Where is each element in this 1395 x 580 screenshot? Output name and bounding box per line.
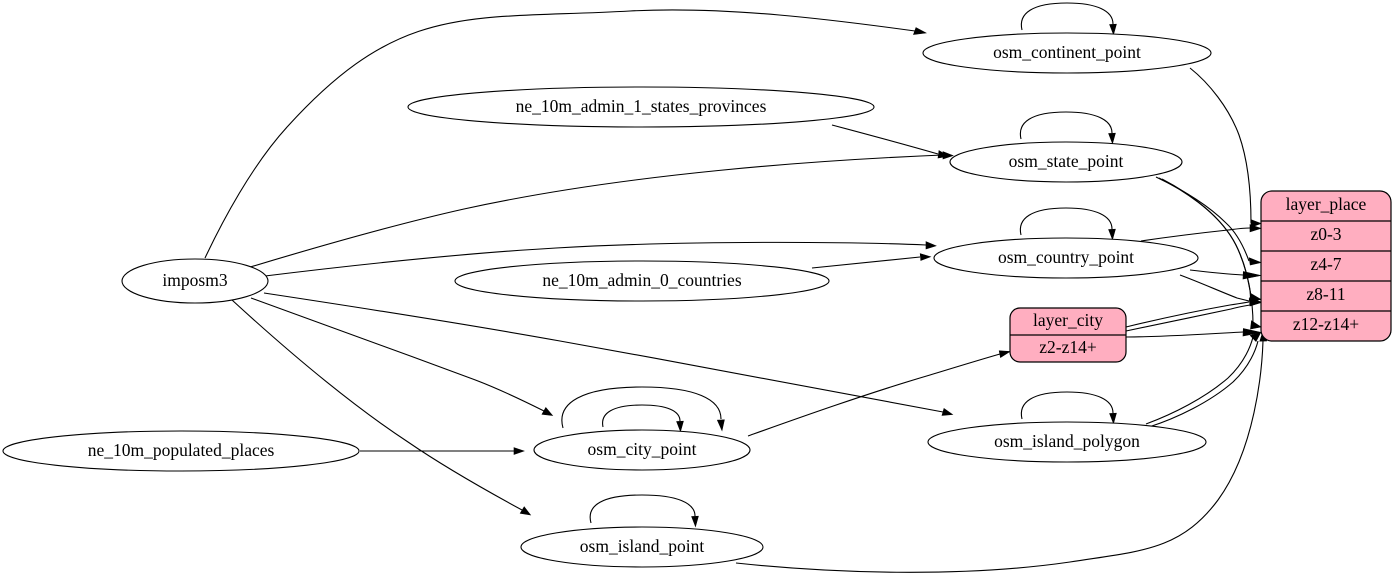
node-layer_place[interactable]: layer_place z0-3 z4-7 z8-11 z12-z14+ <box>1260 190 1392 342</box>
osm-island-polygon-ellipse[interactable] <box>927 421 1207 463</box>
edge-osm_state_point-to-layer_place-z8-11 <box>1158 177 1262 302</box>
layer-place-row-z12-z14plus[interactable]: z12-z14+ <box>1293 314 1359 334</box>
edges-layer <box>204 2 1268 573</box>
node-ne_10m_populated_places[interactable]: ne_10m_populated_places <box>2 430 360 472</box>
nodes-layer: imposm3 ne_10m_admin_1_states_provinces … <box>2 32 1212 568</box>
layer-place-row-z0-3[interactable]: z0-3 <box>1310 224 1341 244</box>
layer-place-row-z8-11[interactable]: z8-11 <box>1306 284 1345 304</box>
edge-ne_10m_admin_1_states_provinces-to-osm_state_point <box>831 124 950 159</box>
edge-osm_state_point-self-loop <box>1019 111 1116 145</box>
osm-island-polygon-label: osm_island_polygon <box>994 431 1140 451</box>
ne-10m-populated-places-label: ne_10m_populated_places <box>88 440 275 460</box>
edge-osm_island_polygon-self-loop <box>1020 391 1117 425</box>
layer-place-row-z4-7[interactable]: z4-7 <box>1310 254 1341 274</box>
node-osm_island_polygon[interactable]: osm_island_polygon <box>927 421 1207 463</box>
node-layer_city[interactable]: layer_city z2-z14+ <box>1009 307 1127 363</box>
osm-continent-point-label: osm_continent_point <box>993 42 1141 62</box>
node-ne_10m_admin_0_countries[interactable]: ne_10m_admin_0_countries <box>454 260 830 302</box>
edge-osm_city_point-self-loop-inner <box>602 404 684 433</box>
edge-osm_country_point-self-loop <box>1019 207 1116 241</box>
edge-imposm3-to-osm_island_point <box>231 299 532 516</box>
osm-island-point-label: osm_island_point <box>580 536 705 556</box>
edge-osm_country_point-to-layer_place-z8-11 <box>1179 274 1263 306</box>
ne-10m-admin-0-countries-label: ne_10m_admin_0_countries <box>542 270 741 290</box>
edge-osm_continent_point-self-loop <box>1020 2 1117 36</box>
osm-country-point-label: osm_country_point <box>998 247 1134 267</box>
layer-place-box[interactable] <box>1260 190 1392 342</box>
imposm3-label: imposm3 <box>162 270 227 290</box>
edge-layer_city-to-layer_place-z8-11-b <box>1125 304 1251 332</box>
node-ne_10m_admin_1_states_provinces[interactable]: ne_10m_admin_1_states_provinces <box>407 86 875 128</box>
edge-osm_city_point-to-layer_city-z2-z14plus <box>747 350 1011 437</box>
ne-10m-populated-places-ellipse[interactable] <box>2 430 360 472</box>
edge-osm_country_point-to-layer_place-z4-7 <box>1189 269 1262 280</box>
edge-osm_country_point-to-layer_place-z0-3 <box>1140 224 1262 242</box>
edge-imposm3-to-osm_state_point <box>246 151 954 269</box>
edge-layer_city-to-layer_place-z12-z14plus <box>1125 328 1262 338</box>
edge-osm_city_point-self-loop-outer <box>561 386 725 432</box>
node-osm_island_point[interactable]: osm_island_point <box>520 526 764 568</box>
osm-city-point-label: osm_city_point <box>588 439 697 459</box>
edge-osm_island_polygon-to-layer_place-z12-z14plus-b <box>1148 340 1259 428</box>
node-imposm3[interactable]: imposm3 <box>121 258 269 304</box>
edge-osm_island_point-self-loop <box>589 494 699 528</box>
node-osm_city_point[interactable]: osm_city_point <box>533 429 751 471</box>
imposm3-ellipse[interactable] <box>121 258 269 304</box>
node-osm_country_point[interactable]: osm_country_point <box>933 237 1199 279</box>
ne-10m-admin-1-states-provinces-ellipse[interactable] <box>407 86 875 128</box>
osm-country-point-ellipse[interactable] <box>933 237 1199 279</box>
edge-imposm3-to-osm_island_polygon <box>263 292 954 416</box>
edge-osm_continent_point-to-layer_place-z0-3 <box>1189 67 1262 228</box>
osm-state-point-ellipse[interactable] <box>949 141 1183 183</box>
edge-osm_island_polygon-to-layer_place-z12-z14plus <box>1145 331 1262 425</box>
layer-city-title: layer_city <box>1033 310 1103 330</box>
ne-10m-admin-1-states-provinces-label: ne_10m_admin_1_states_provinces <box>516 96 767 116</box>
edge-imposm3-to-osm_continent_point <box>204 9 927 259</box>
ne-10m-admin-0-countries-ellipse[interactable] <box>454 260 830 302</box>
node-osm_state_point[interactable]: osm_state_point <box>949 141 1183 183</box>
edge-ne_10m_populated_places-to-osm_city_point <box>360 447 525 455</box>
edge-layer_city-to-layer_place-z8-11 <box>1125 298 1262 328</box>
osm-state-point-label: osm_state_point <box>1009 151 1124 171</box>
layer-place-title: layer_place <box>1286 194 1367 214</box>
osm-island-point-ellipse[interactable] <box>520 526 764 568</box>
layer-nodes-layer: layer_city z2-z14+ layer_place z0-3 z4-7… <box>1009 190 1392 363</box>
node-osm_continent_point[interactable]: osm_continent_point <box>922 32 1212 74</box>
layer-city-row-z2-z14plus[interactable]: z2-z14+ <box>1039 337 1097 357</box>
edge-ne_10m_admin_0_countries-to-osm_country_point <box>811 253 932 269</box>
edge-imposm3-to-osm_city_point <box>250 297 554 416</box>
edge-imposm3-to-osm_country_point <box>264 241 937 277</box>
osm-city-point-ellipse[interactable] <box>533 429 751 471</box>
osm-continent-point-ellipse[interactable] <box>922 32 1212 74</box>
